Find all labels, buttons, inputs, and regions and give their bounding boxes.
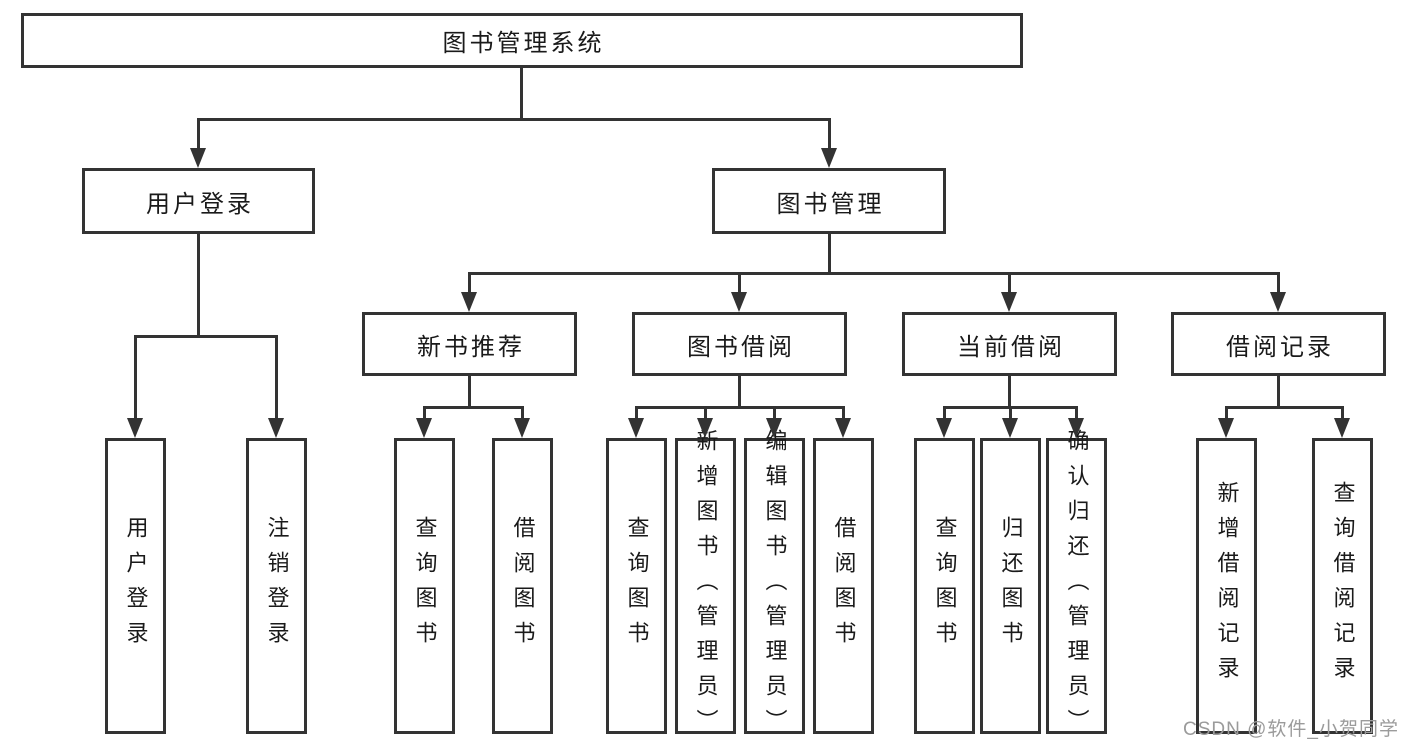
leaf-borrow-book-recommend: 借阅图书	[492, 438, 553, 734]
connector-arrowhead	[190, 148, 206, 168]
leaf-return-book-label: 归还图书	[998, 516, 1024, 656]
node-root-label: 图书管理系统	[442, 30, 605, 57]
connector-line	[635, 406, 638, 420]
leaf-add-book-admin-label: 新增图书（管理员）	[693, 428, 719, 744]
connector-line	[468, 272, 471, 294]
connector-line	[197, 118, 200, 150]
node-current-borrowing-label: 当前借阅	[957, 333, 1065, 361]
connector-line	[635, 406, 845, 409]
leaf-logout: 注销登录	[246, 438, 307, 734]
connector-arrowhead	[1002, 418, 1018, 438]
connector-arrowhead	[416, 418, 432, 438]
connector-arrowhead	[127, 418, 143, 438]
connector-arrowhead	[821, 148, 837, 168]
leaf-confirm-return-admin-label: 确认归还（管理员）	[1064, 428, 1090, 744]
leaf-confirm-return-admin: 确认归还（管理员）	[1046, 429, 1107, 744]
connector-line	[738, 272, 741, 294]
node-user-login: 用户登录	[82, 168, 315, 234]
node-book-management: 图书管理	[712, 168, 946, 234]
leaf-add-borrow-record: 新增借阅记录	[1196, 438, 1257, 734]
leaf-edit-book-admin: 编辑图书（管理员）	[744, 429, 805, 744]
connector-line	[842, 406, 845, 420]
node-borrowing-records: 借阅记录	[1171, 312, 1386, 376]
leaf-add-book-admin: 新增图书（管理员）	[675, 429, 736, 744]
leaf-query-book-borrowing: 查询图书	[606, 438, 667, 734]
connector-line	[828, 234, 831, 274]
connector-line	[1277, 376, 1280, 408]
node-borrowing-records-label: 借阅记录	[1226, 333, 1334, 361]
connector-line	[521, 406, 524, 420]
connector-line	[423, 406, 426, 420]
connector-line	[423, 406, 524, 409]
connector-arrowhead	[936, 418, 952, 438]
leaf-query-book-recommend-label: 查询图书	[412, 516, 438, 656]
leaf-query-book-current: 查询图书	[914, 438, 975, 734]
connector-arrowhead	[766, 418, 782, 438]
connector-line	[197, 234, 200, 337]
connector-line	[275, 335, 278, 420]
leaf-logout-label: 注销登录	[264, 516, 290, 656]
connector-arrowhead	[1334, 418, 1350, 438]
node-root: 图书管理系统	[21, 13, 1023, 68]
connector-line	[943, 406, 946, 420]
connector-line	[773, 406, 776, 420]
leaf-edit-book-admin-label: 编辑图书（管理员）	[762, 428, 788, 744]
connector-arrowhead	[697, 418, 713, 438]
connector-line	[1341, 406, 1344, 420]
node-new-book-recommend: 新书推荐	[362, 312, 577, 376]
connector-line	[828, 118, 831, 150]
connector-line	[738, 376, 741, 408]
node-book-borrowing: 图书借阅	[632, 312, 847, 376]
connector-line	[1225, 406, 1344, 409]
connector-line	[468, 376, 471, 408]
connector-arrowhead	[1218, 418, 1234, 438]
connector-arrowhead	[835, 418, 851, 438]
node-book-management-label: 图书管理	[776, 190, 885, 218]
connector-line	[197, 118, 831, 121]
watermark: CSDN @软件_小贺同学	[1183, 719, 1399, 740]
connector-line	[134, 335, 278, 338]
leaf-query-borrow-record: 查询借阅记录	[1312, 438, 1373, 734]
connector-line	[1009, 406, 1012, 420]
connector-line	[1225, 406, 1228, 420]
connector-line	[468, 272, 1280, 275]
leaf-query-borrow-record-label: 查询借阅记录	[1330, 481, 1356, 691]
connector-arrowhead	[1270, 292, 1286, 312]
connector-line	[520, 68, 523, 121]
connector-arrowhead	[514, 418, 530, 438]
connector-line	[704, 406, 707, 420]
leaf-return-book: 归还图书	[980, 438, 1041, 734]
connector-line	[1008, 376, 1011, 408]
node-new-book-recommend-label: 新书推荐	[417, 333, 525, 361]
connector-arrowhead	[268, 418, 284, 438]
leaf-add-borrow-record-label: 新增借阅记录	[1214, 481, 1240, 691]
leaf-borrow-book-recommend-label: 借阅图书	[510, 516, 536, 656]
leaf-query-book-borrowing-label: 查询图书	[624, 516, 650, 656]
connector-arrowhead	[731, 292, 747, 312]
leaf-query-book-current-label: 查询图书	[932, 516, 958, 656]
leaf-user-login-label: 用户登录	[123, 516, 149, 656]
node-user-login-label: 用户登录	[146, 190, 254, 218]
connector-line	[1008, 272, 1011, 294]
leaf-user-login: 用户登录	[105, 438, 166, 734]
leaf-borrow-book-borrowing-label: 借阅图书	[831, 516, 857, 656]
connector-line	[1075, 406, 1078, 420]
connector-arrowhead	[628, 418, 644, 438]
leaf-query-book-recommend: 查询图书	[394, 438, 455, 734]
connector-line	[134, 335, 137, 420]
connector-arrowhead	[1001, 292, 1017, 312]
node-current-borrowing: 当前借阅	[902, 312, 1117, 376]
leaf-borrow-book-borrowing: 借阅图书	[813, 438, 874, 734]
connector-arrowhead	[1068, 418, 1084, 438]
connector-arrowhead	[461, 292, 477, 312]
node-book-borrowing-label: 图书借阅	[687, 333, 795, 361]
connector-line	[1277, 272, 1280, 294]
